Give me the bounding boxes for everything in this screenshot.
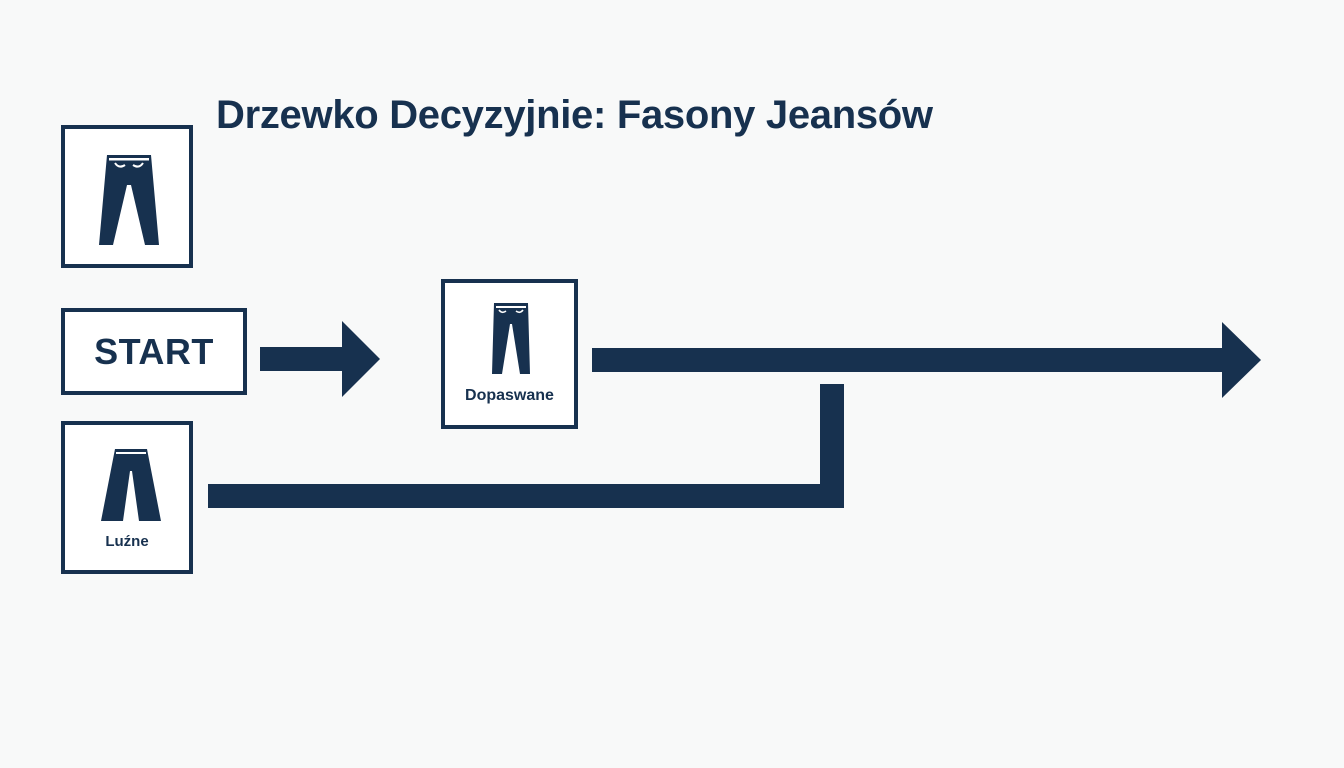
fitted-node: Dopaswane [441,279,578,429]
wide-jeans-icon [101,449,161,521]
connector-loose-to-main [208,384,844,508]
arrow-start-to-fitted [260,321,380,397]
slim-jeans-icon [492,303,530,374]
start-node: START [61,308,247,395]
loose-label: Luźne [105,533,149,550]
start-label: START [94,330,214,372]
jeans-icon [99,155,159,245]
jeans-icon-node [61,125,193,268]
diagram-title: Drzewko Decyzyjnie: Fasony Jeansów [216,93,933,137]
loose-node: Luźne [61,421,193,574]
fitted-label: Dopaswane [465,387,554,404]
arrow-fitted-to-right [592,322,1261,398]
